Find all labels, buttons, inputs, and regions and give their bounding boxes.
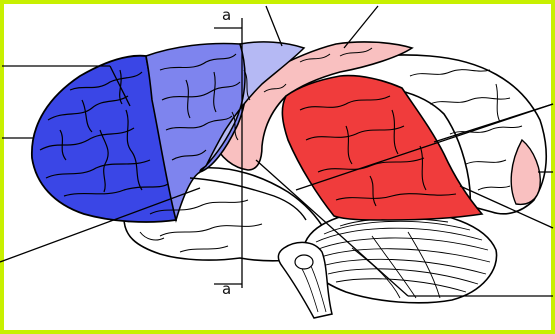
section-marker-top: a <box>222 8 231 23</box>
pons <box>295 255 313 269</box>
section-marker-bottom: a <box>222 282 231 297</box>
